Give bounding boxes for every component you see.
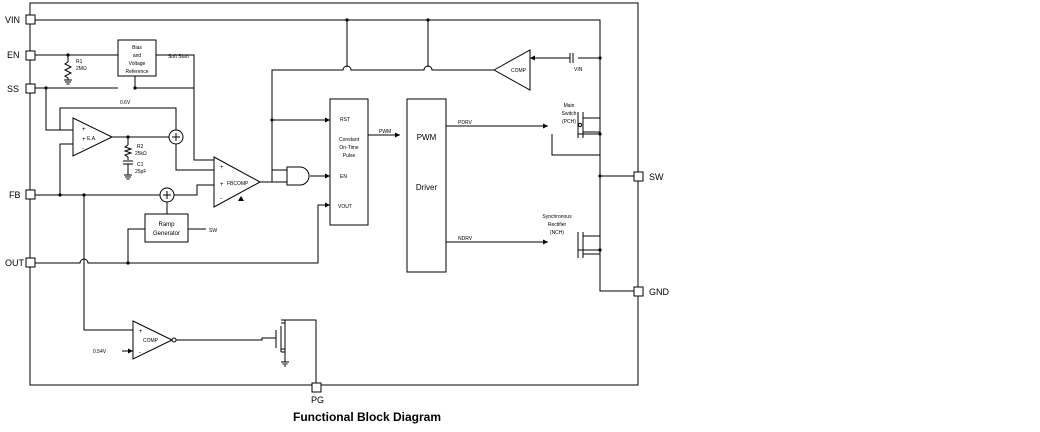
pin-ss-label: SS (7, 84, 19, 94)
bias-line-2: and (133, 53, 142, 59)
main-line-3: (PCH) (562, 119, 576, 125)
pin-gnd: GND (633, 286, 670, 297)
bias-voltage-reference-block: Bias and Voltage Reference (117, 39, 157, 77)
cot-line-2: On-Time (339, 145, 358, 151)
svg-text:+: + (82, 137, 86, 143)
pin-gnd-label: GND (649, 287, 670, 297)
pin-out: OUT (5, 257, 36, 268)
pin-vin: VIN (5, 14, 36, 25)
summing-node-fb (159, 187, 175, 203)
pin-out-label: OUT (5, 258, 25, 268)
ref-0-54v-label: 0.54V (93, 349, 107, 355)
pdrv-label: PDRV (458, 120, 472, 126)
pin-pg: PG (311, 382, 324, 405)
pwm-driver-block: PWM Driver (406, 98, 447, 273)
svg-text:-: - (82, 146, 84, 152)
and-gate (286, 166, 310, 186)
driver-line-1: PWM (417, 133, 437, 142)
pin-fb-label: FB (9, 190, 21, 200)
ramp-generator-block: Ramp Generator (144, 213, 189, 243)
pin-en: EN (7, 50, 36, 61)
bias-line-3: Voltage (129, 61, 146, 67)
ramp-sw-label: SW (209, 228, 217, 234)
svg-text:+: + (220, 165, 224, 171)
ea-label: E.A. (87, 136, 96, 142)
driver-line-2: Driver (416, 183, 438, 192)
r2-name: R2 (137, 144, 144, 150)
c1-value: 25pF (135, 169, 146, 175)
pwm-signal-label: PWM (379, 129, 391, 135)
svg-text:+: + (220, 182, 224, 188)
pin-vin-label: VIN (5, 15, 20, 25)
pg-nmos (275, 319, 289, 367)
comp-top-label: COMP (511, 68, 527, 74)
comp-pg: + COMP - 0.54V (93, 320, 177, 360)
bias-line-1: Bias (132, 45, 142, 51)
svg-text:+: + (82, 127, 86, 133)
cot-line-1: Constant (339, 137, 360, 143)
comp-pg-label: COMP (143, 338, 159, 344)
constant-on-time-block: RST Constant On-Time Pulse EN VOUT (329, 98, 369, 226)
fb-comparator: + + FBCOMP - (213, 156, 262, 208)
cot-rst: RST (340, 117, 350, 123)
pin-sw: SW (633, 171, 664, 182)
sync-line-3: (NCH) (550, 230, 564, 236)
junction-dots (44, 18, 602, 265)
fbcomp-label: FBCOMP (227, 181, 249, 187)
main-line-1: Main (564, 103, 575, 109)
svg-text:+: + (139, 329, 143, 335)
soft-start-label: Soft Start (168, 54, 189, 60)
svg-text:-: - (139, 350, 141, 356)
pin-fb: FB (9, 189, 36, 200)
cot-line-3: Pulse (343, 153, 356, 159)
bias-line-4: Reference (125, 69, 148, 75)
comp-top: COMP VIN (492, 49, 583, 91)
pin-en-label: EN (7, 50, 20, 60)
sync-line-2: Rectifier (548, 222, 567, 228)
resistor-r1: R1 2MΩ (63, 59, 87, 85)
r1-value: 2MΩ (76, 66, 87, 72)
wiring (35, 19, 634, 383)
sync-line-1: Synchronous (542, 214, 572, 220)
diagram-caption: Functional Block Diagram (293, 410, 441, 424)
summing-node-top (168, 129, 184, 145)
r2-value: 25kΩ (135, 151, 147, 157)
vin-small-label: VIN (574, 67, 583, 73)
main-line-2: Switch (562, 111, 577, 117)
c1-name: C1 (137, 162, 144, 168)
pin-sw-label: SW (649, 172, 664, 182)
pin-ss: SS (7, 83, 36, 94)
ramp-line-1: Ramp (158, 222, 175, 228)
svg-text:-: - (220, 196, 222, 202)
r2-c1-compensation: R2 25kΩ C1 25pF (123, 144, 147, 180)
pin-pg-label: PG (311, 395, 324, 405)
r1-name: R1 (76, 59, 83, 65)
sync-rectifier-nch: Synchronous Rectifier (NCH) (542, 214, 600, 258)
ndrv-label: NDRV (458, 236, 473, 242)
cot-en: EN (340, 174, 347, 180)
ramp-line-2: Generator (153, 231, 180, 237)
ref-0-6v-label: 0.6V (120, 100, 131, 106)
main-switch-pch: Main Switch (PCH) (562, 103, 600, 138)
cot-vout: VOUT (338, 204, 352, 210)
error-amplifier: + + E.A. - (72, 117, 114, 157)
